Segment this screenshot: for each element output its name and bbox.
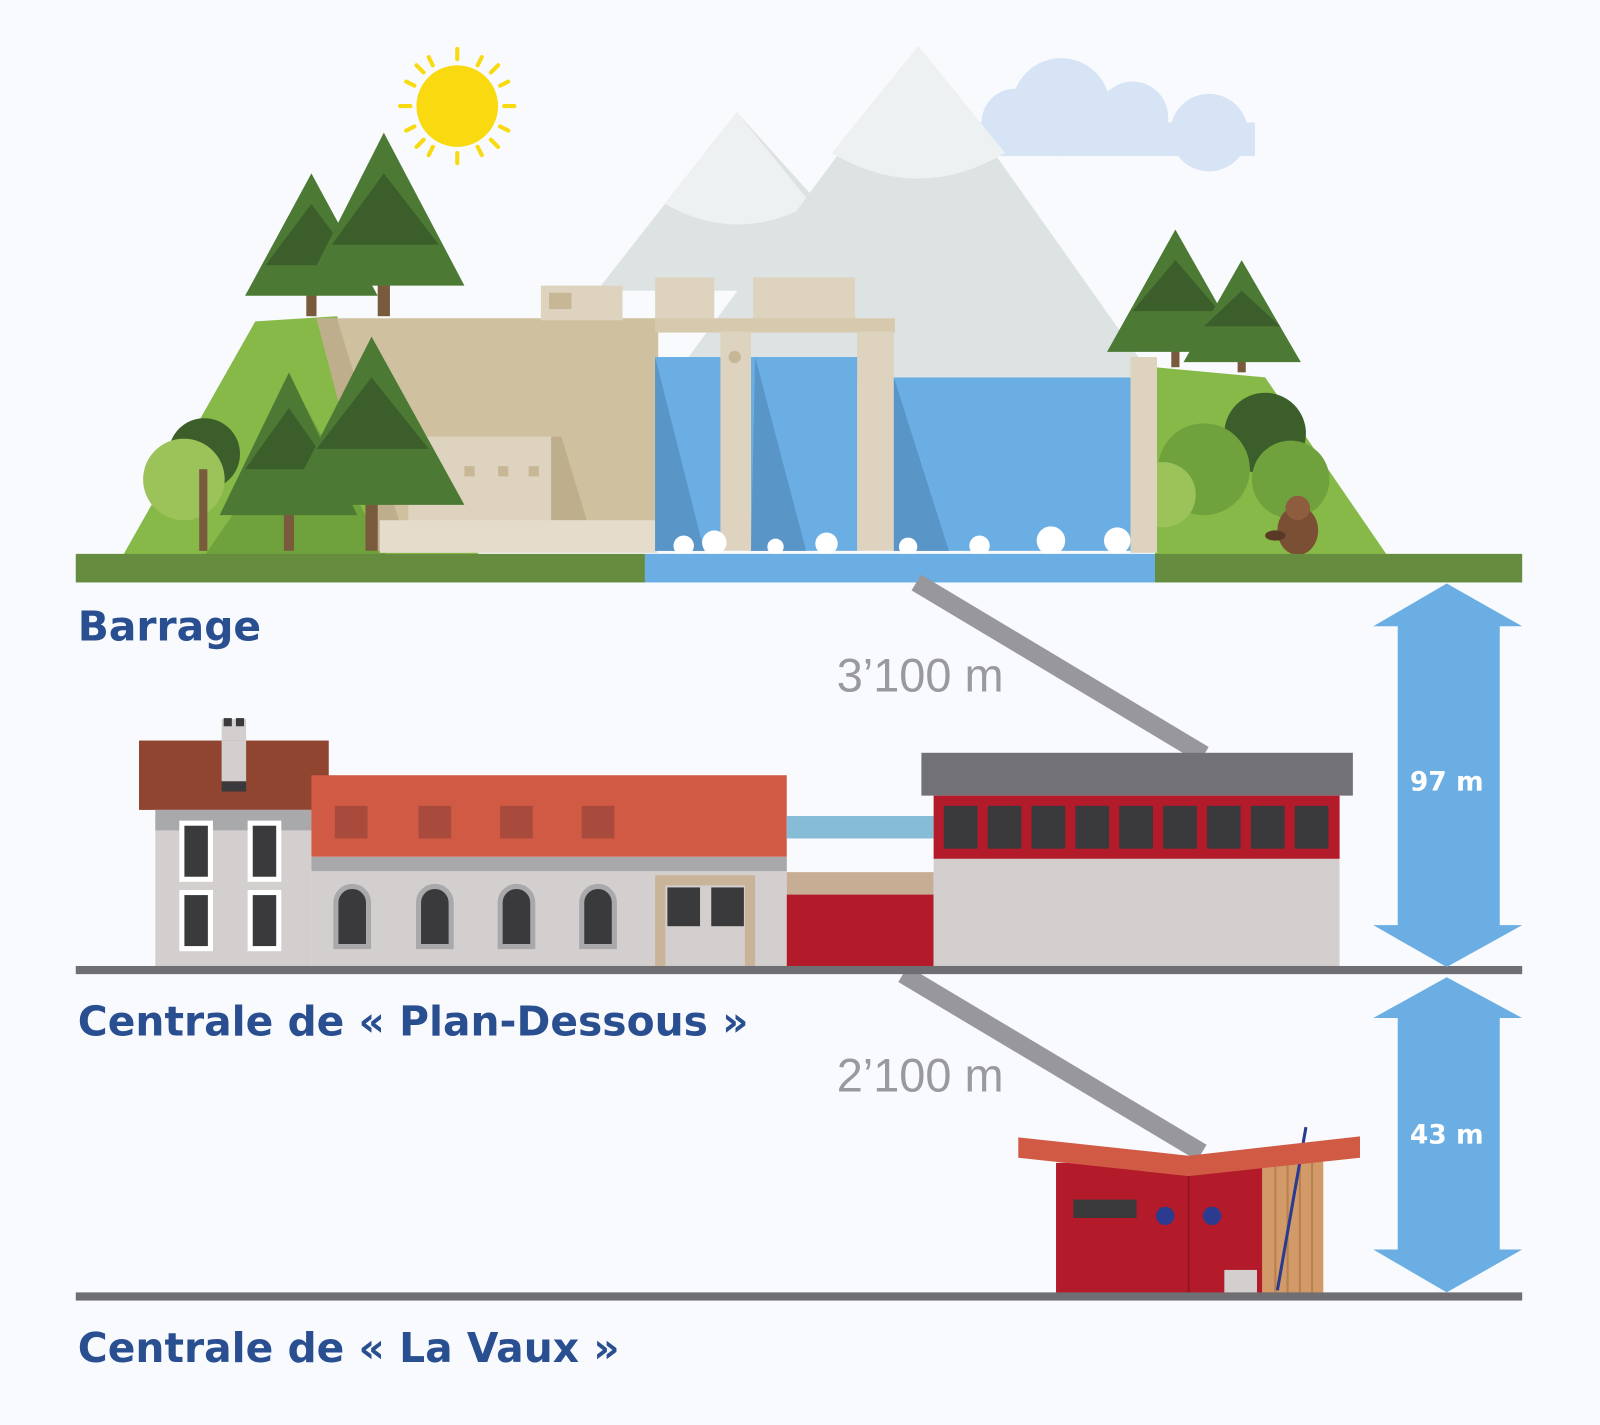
tree-icon <box>1183 260 1301 373</box>
tree-icon <box>306 132 465 317</box>
dam-ground <box>75 553 1523 583</box>
ground-line-upper <box>75 965 1523 975</box>
ground-line-lower <box>75 1292 1523 1301</box>
penstock-upper <box>911 574 1209 763</box>
height-arrow-upper <box>1373 583 1523 968</box>
height-arrow-lower <box>1373 977 1523 1293</box>
beaver-icon <box>1265 495 1319 555</box>
right-hill <box>1130 367 1388 556</box>
upper-head-height: 97 m <box>1410 767 1484 798</box>
penstock-lower <box>898 966 1207 1161</box>
tree-icon <box>143 418 240 551</box>
spillway-water <box>655 357 1131 556</box>
la-vaux-plant <box>1018 1126 1361 1294</box>
dam-label: Barrage <box>78 603 261 651</box>
upper-pipe-length: 3’100 m <box>837 650 1004 702</box>
cloud-icon <box>979 58 1255 172</box>
lower-plant-label: Centrale de « La Vaux » <box>78 1324 620 1372</box>
plan-dessous-plant <box>139 718 1353 968</box>
tree-icon <box>285 336 465 551</box>
upper-plant-label: Centrale de « Plan-Dessous » <box>78 997 749 1045</box>
trees <box>143 132 1301 551</box>
lower-pipe-length: 2’100 m <box>837 1049 1004 1101</box>
sun-icon <box>398 46 517 166</box>
lower-head-height: 43 m <box>1410 1119 1484 1150</box>
